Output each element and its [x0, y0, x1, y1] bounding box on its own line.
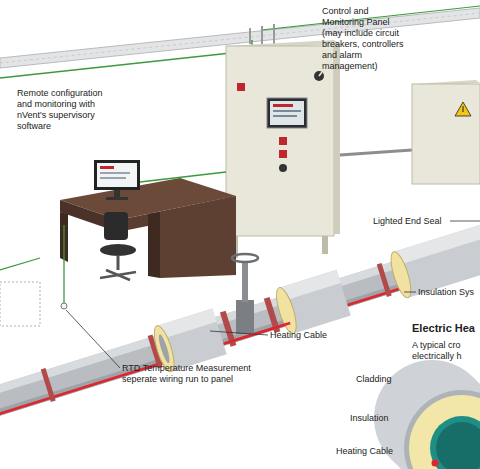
green-wire [0, 40, 252, 78]
panel-callout: Control and Monitoring Panel (may includ… [322, 6, 412, 72]
section-label: Heating Cable [336, 446, 393, 457]
disconnect-box [340, 80, 480, 184]
software-callout: Remote configuration and monitoring with… [17, 88, 113, 132]
part-label: Lighted End Seal [373, 216, 442, 227]
panel-conduits [250, 24, 274, 44]
office-chair [100, 212, 136, 280]
field-wiring [0, 225, 67, 326]
part-label: Heating Cable [270, 330, 327, 341]
control-panel [226, 40, 340, 258]
desk [60, 178, 236, 278]
green-wire [140, 172, 226, 182]
rtd-callout: RTD Temperature Measurement seperate wir… [122, 363, 282, 385]
section-label: Insulation [350, 413, 389, 424]
section-label: Cladding [356, 374, 392, 385]
inset-note: A typical cro electrically h [412, 340, 476, 362]
valve [232, 254, 258, 334]
computer-monitor [94, 160, 140, 200]
inset-heading: Electric Hea [412, 322, 475, 335]
part-label: Insulation Sys [418, 287, 474, 298]
